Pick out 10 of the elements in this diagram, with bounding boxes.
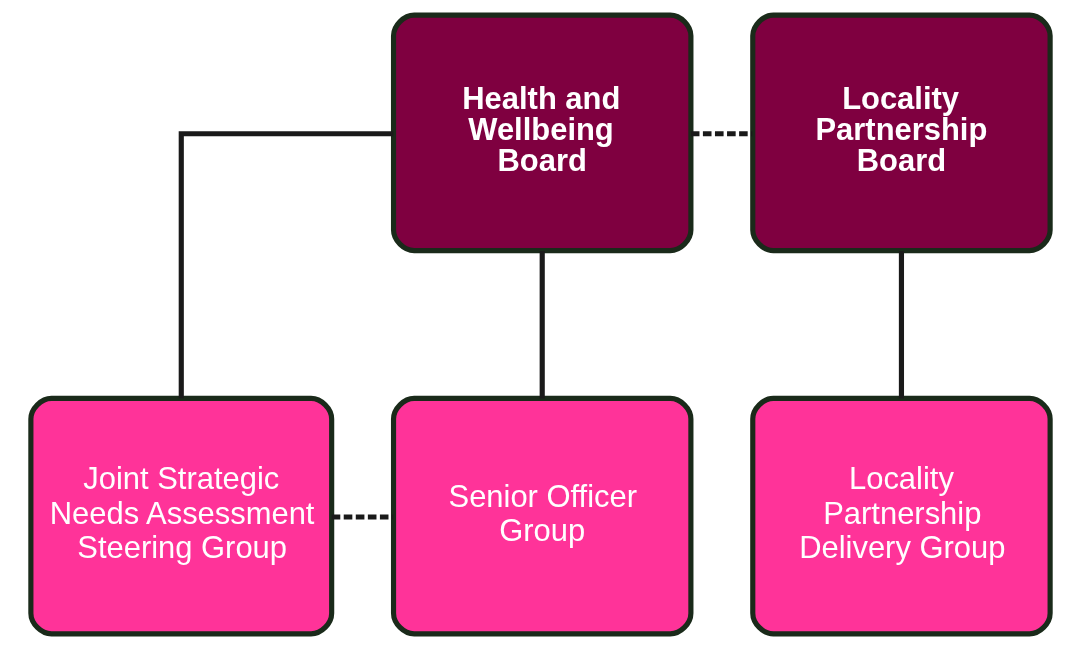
connector: [898, 251, 905, 399]
node-box: Senior Officer Group: [390, 395, 694, 637]
connector: [178, 131, 394, 399]
node-box: Health and Wellbeing Board: [390, 12, 694, 254]
connector: [331, 514, 394, 520]
node-box: Locality Partnership Board: [750, 12, 1053, 254]
node-box: Joint Strategic Needs Assessment Steering Group: [28, 395, 335, 637]
node-box: Locality Partnership Delivery Group: [750, 395, 1053, 637]
connector: [539, 251, 545, 399]
connector: [690, 131, 753, 137]
